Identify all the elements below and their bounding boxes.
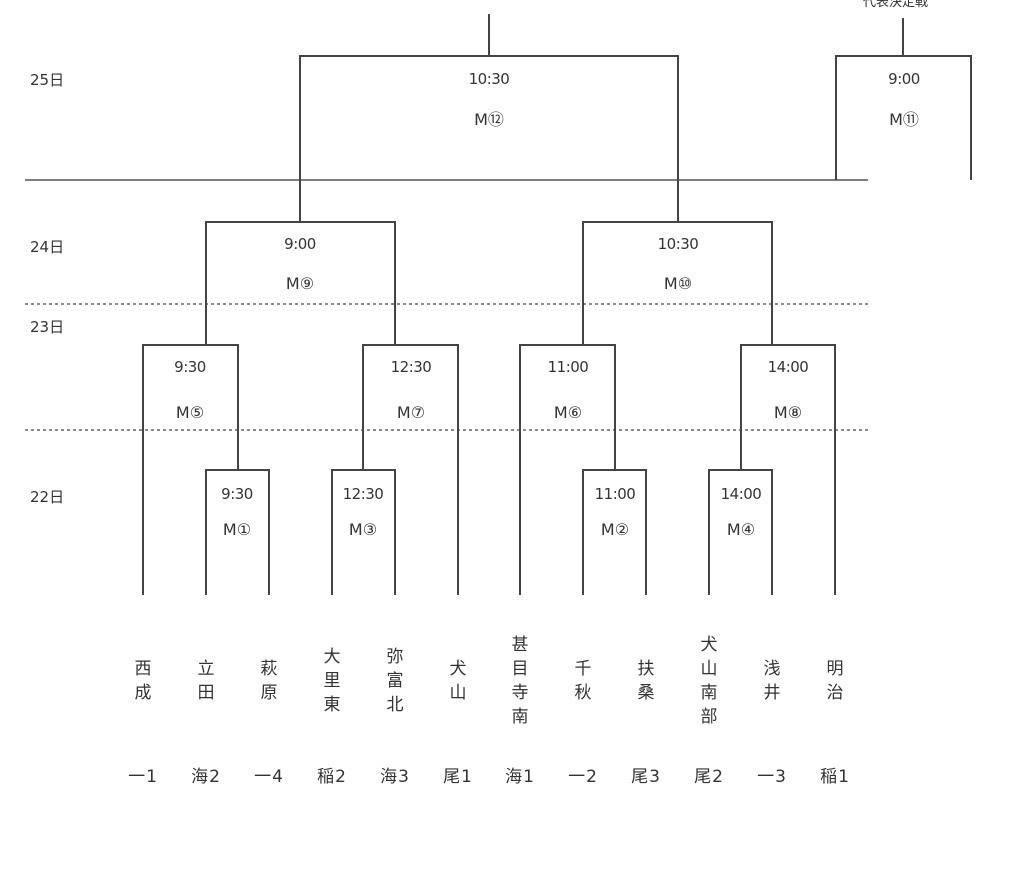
match-7-label: M⑦ <box>397 403 425 422</box>
match-4-time: 14:00 <box>721 485 762 503</box>
team-seed: 一4 <box>254 767 284 787</box>
representative-final-caption: 代表決定戦 <box>863 0 928 10</box>
team-seed: 一3 <box>757 767 787 787</box>
match-1-label: M① <box>223 520 251 539</box>
match-6-time: 11:00 <box>548 358 589 376</box>
match-12-label: M⑫ <box>474 110 504 129</box>
team-name: 扶桑 <box>638 659 655 703</box>
team-name: 大里東 <box>324 647 341 715</box>
match-2-label: M② <box>601 520 629 539</box>
match-6-label: M⑥ <box>554 403 582 422</box>
team-seed: 海1 <box>505 767 535 787</box>
team-seed: 尾3 <box>631 767 661 787</box>
match-3-time: 12:30 <box>343 485 384 503</box>
team-seed: 稲2 <box>317 767 347 787</box>
day-label-22: 22日 <box>30 488 64 506</box>
team-name: 犬山 <box>450 659 467 703</box>
match-6-bracket <box>519 344 616 595</box>
match-4-label: M④ <box>727 520 755 539</box>
team-name: 浅井 <box>764 659 781 703</box>
day-label-25: 25日 <box>30 71 64 89</box>
match-7-bracket <box>362 344 459 595</box>
team-name: 弥富北 <box>387 647 404 715</box>
team-seed: 稲1 <box>820 767 850 787</box>
day-label-24: 24日 <box>30 238 64 256</box>
match-7-time: 12:30 <box>391 358 432 376</box>
day-label-23: 23日 <box>30 318 64 336</box>
team-seed: 一2 <box>568 767 598 787</box>
match-1-time: 9:30 <box>221 485 253 503</box>
match-8-bracket <box>740 344 836 595</box>
match-10-time: 10:30 <box>658 235 699 253</box>
match-11-time: 9:00 <box>888 70 920 88</box>
match-9-label: M⑨ <box>286 274 314 293</box>
match-10-label: M⑩ <box>664 274 692 293</box>
team-seed: 海2 <box>191 767 221 787</box>
team-name: 明治 <box>827 659 844 703</box>
team-name: 西成 <box>135 659 152 703</box>
team-seed: 海3 <box>380 767 410 787</box>
match-12-time: 10:30 <box>469 70 510 88</box>
team-name: 甚目寺南 <box>512 635 529 727</box>
team-name: 犬山南部 <box>701 635 718 727</box>
match-9-time: 9:00 <box>284 235 316 253</box>
team-seed: 尾1 <box>443 767 473 787</box>
team-names: 西成 立田 萩原 大里東 弥富北 犬山 甚目寺南 千秋 扶桑 犬山南部 浅井 明治 <box>135 635 844 727</box>
team-seed: 尾2 <box>694 767 724 787</box>
team-name: 立田 <box>198 659 215 703</box>
match-11-label: M⑪ <box>889 110 919 129</box>
match-8-label: M⑧ <box>774 403 802 422</box>
match-2-time: 11:00 <box>595 485 636 503</box>
team-seed: 一1 <box>128 767 158 787</box>
team-seeds: 一1 海2 一4 稲2 海3 尾1 海1 一2 尾3 尾2 一3 稲1 <box>128 767 850 787</box>
match-5-time: 9:30 <box>174 358 206 376</box>
match-3-label: M③ <box>349 520 377 539</box>
team-name: 千秋 <box>575 659 592 703</box>
team-name: 萩原 <box>261 659 278 703</box>
match-5-label: M⑤ <box>176 403 204 422</box>
match-8-time: 14:00 <box>768 358 809 376</box>
match-5-bracket <box>142 344 239 595</box>
